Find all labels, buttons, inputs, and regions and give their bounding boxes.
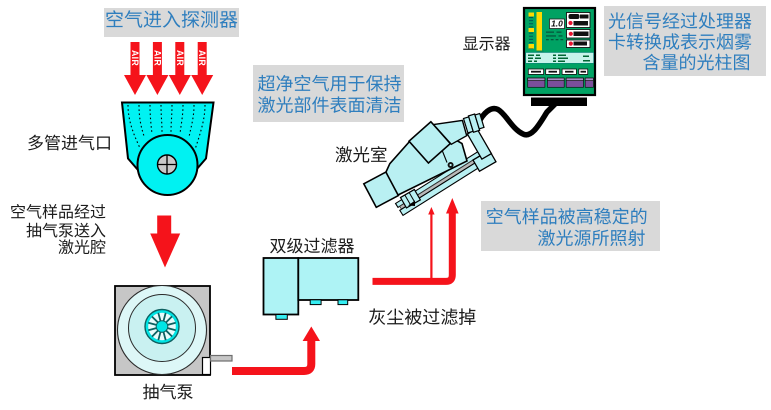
- svg-text:AIR: AIR: [175, 50, 185, 66]
- svg-text:1.0: 1.0: [551, 19, 563, 29]
- svg-text:AIR: AIR: [130, 50, 140, 66]
- svg-text:AIR: AIR: [152, 50, 162, 66]
- svg-text:AIR: AIR: [197, 50, 207, 66]
